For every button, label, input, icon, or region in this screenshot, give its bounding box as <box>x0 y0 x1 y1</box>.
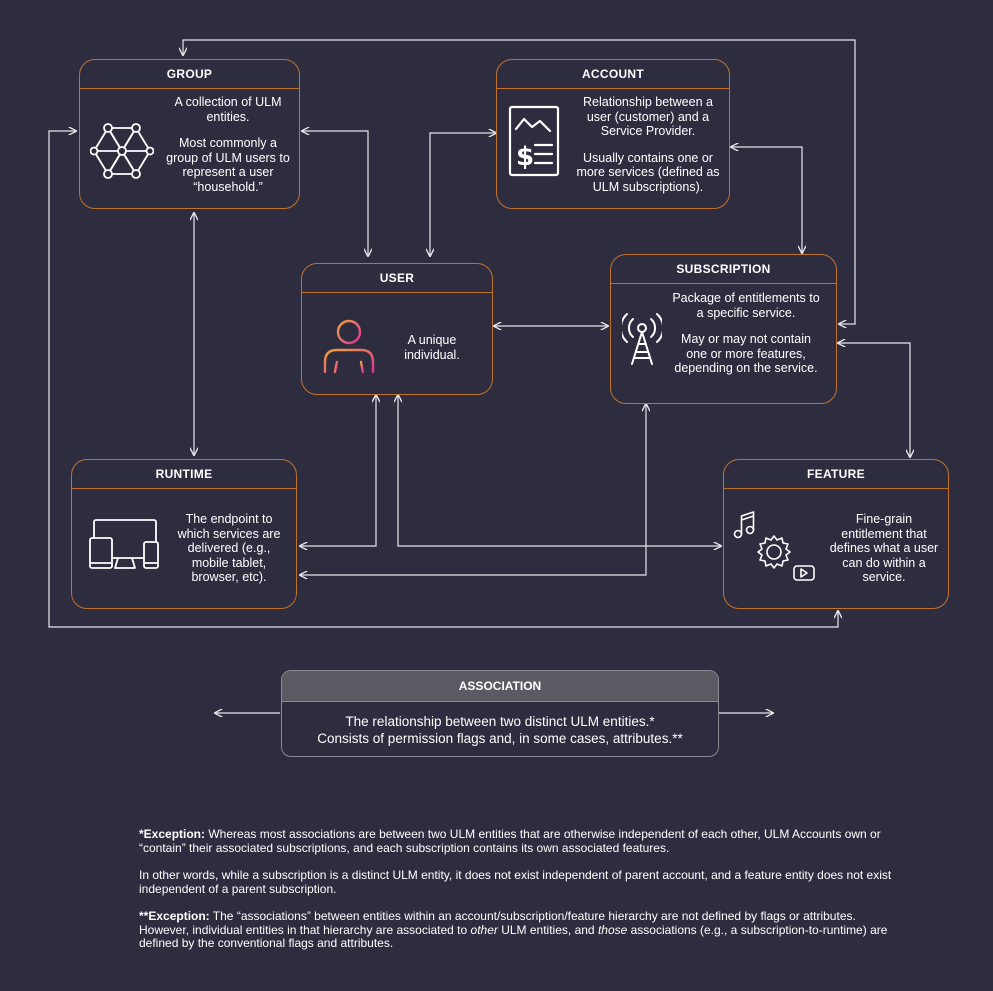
feature-description: Fine-grain entitlement that defines what… <box>824 512 944 597</box>
subscription-description: Package of entitlements to a specific se… <box>671 291 821 388</box>
account-description: Relationship between a user (customer) a… <box>573 95 723 206</box>
note-3: **Exception: The “associations” between … <box>139 909 899 951</box>
subscription-title: SUBSCRIPTION <box>611 255 836 284</box>
group-box: GROUP A collection of ULM entities. Most… <box>79 59 300 209</box>
account-user-connector <box>430 133 496 256</box>
user-box: USER A unique individual. <box>301 263 493 395</box>
subscription-box: SUBSCRIPTION Package of entitlements to … <box>610 254 837 404</box>
note-3-text-c: associations (e.g., a subscription-to-ru… <box>139 922 888 950</box>
group-desc-2: Most commonly a group of ULM users to re… <box>166 136 290 194</box>
association-title: ASSOCIATION <box>282 671 718 702</box>
broadcast-tower-icon <box>622 313 662 365</box>
group-desc-1: A collection of ULM entities. <box>174 95 282 124</box>
runtime-title: RUNTIME <box>72 460 296 489</box>
runtime-description: The endpoint to which services are deliv… <box>169 512 289 597</box>
footnotes: *Exception: Whereas most associations ar… <box>139 827 899 965</box>
subscription-desc-2: May or may not contain one or more featu… <box>674 332 818 375</box>
note-1-label: *Exception: <box>139 827 206 841</box>
account-subscription-connector <box>731 147 802 253</box>
user-title: USER <box>302 264 492 293</box>
note-1-text: Whereas most associations are between tw… <box>139 827 881 855</box>
note-3-text-a: The “associations” between entities with… <box>139 909 856 937</box>
note-3-em-1: other <box>470 922 498 937</box>
user-runtime-connector <box>300 395 376 546</box>
user-description: A unique individual. <box>392 333 472 374</box>
association-desc-2: Consists of permission flags and, in som… <box>317 731 683 746</box>
account-desc-2: Usually contains one or more services (d… <box>576 150 720 194</box>
invoice-icon: $ <box>508 105 560 177</box>
association-description: The relationship between two distinct UL… <box>282 702 718 747</box>
note-3-label: **Exception: <box>139 909 210 923</box>
subscription-runtime-connector <box>300 404 646 575</box>
devices-icon <box>89 519 159 569</box>
note-2-text: In other words, while a subscription is … <box>139 868 892 896</box>
runtime-box: RUNTIME The endpoint to which services a… <box>71 459 297 609</box>
association-legend: ASSOCIATION The relationship between two… <box>281 670 719 757</box>
svg-text:$: $ <box>516 142 534 172</box>
feature-desc-1: Fine-grain entitlement that defines what… <box>829 512 939 584</box>
feature-title: FEATURE <box>724 460 948 489</box>
runtime-desc-1: The endpoint to which services are deliv… <box>177 512 281 584</box>
person-icon <box>323 319 375 374</box>
account-box: ACCOUNT $ Relationship between a user (c… <box>496 59 730 209</box>
subscription-desc-1: Package of entitlements to a specific se… <box>672 291 820 320</box>
group-subscription-connector <box>183 39 856 324</box>
account-desc-1: Relationship between a user (customer) a… <box>583 95 713 138</box>
group-title: GROUP <box>80 60 299 89</box>
note-1: *Exception: Whereas most associations ar… <box>139 827 899 855</box>
group-description: A collection of ULM entities. Most commo… <box>165 95 291 206</box>
subscription-feature-connector <box>838 343 910 457</box>
note-3-em-2: those <box>597 922 628 937</box>
feature-box: FEATURE Fine-grain entitlement that defi… <box>723 459 949 609</box>
note-3-text-b: ULM entities, and <box>497 922 598 937</box>
gear-media-icon <box>733 511 815 581</box>
user-desc-1: A unique individual. <box>404 333 460 362</box>
user-feature-connector <box>398 395 721 546</box>
note-2: In other words, while a subscription is … <box>139 868 899 896</box>
account-title: ACCOUNT <box>497 60 729 89</box>
association-desc-1: The relationship between two distinct UL… <box>345 714 655 729</box>
group-feature-connector <box>48 131 838 628</box>
group-user-connector <box>302 131 368 256</box>
network-icon <box>90 123 154 179</box>
